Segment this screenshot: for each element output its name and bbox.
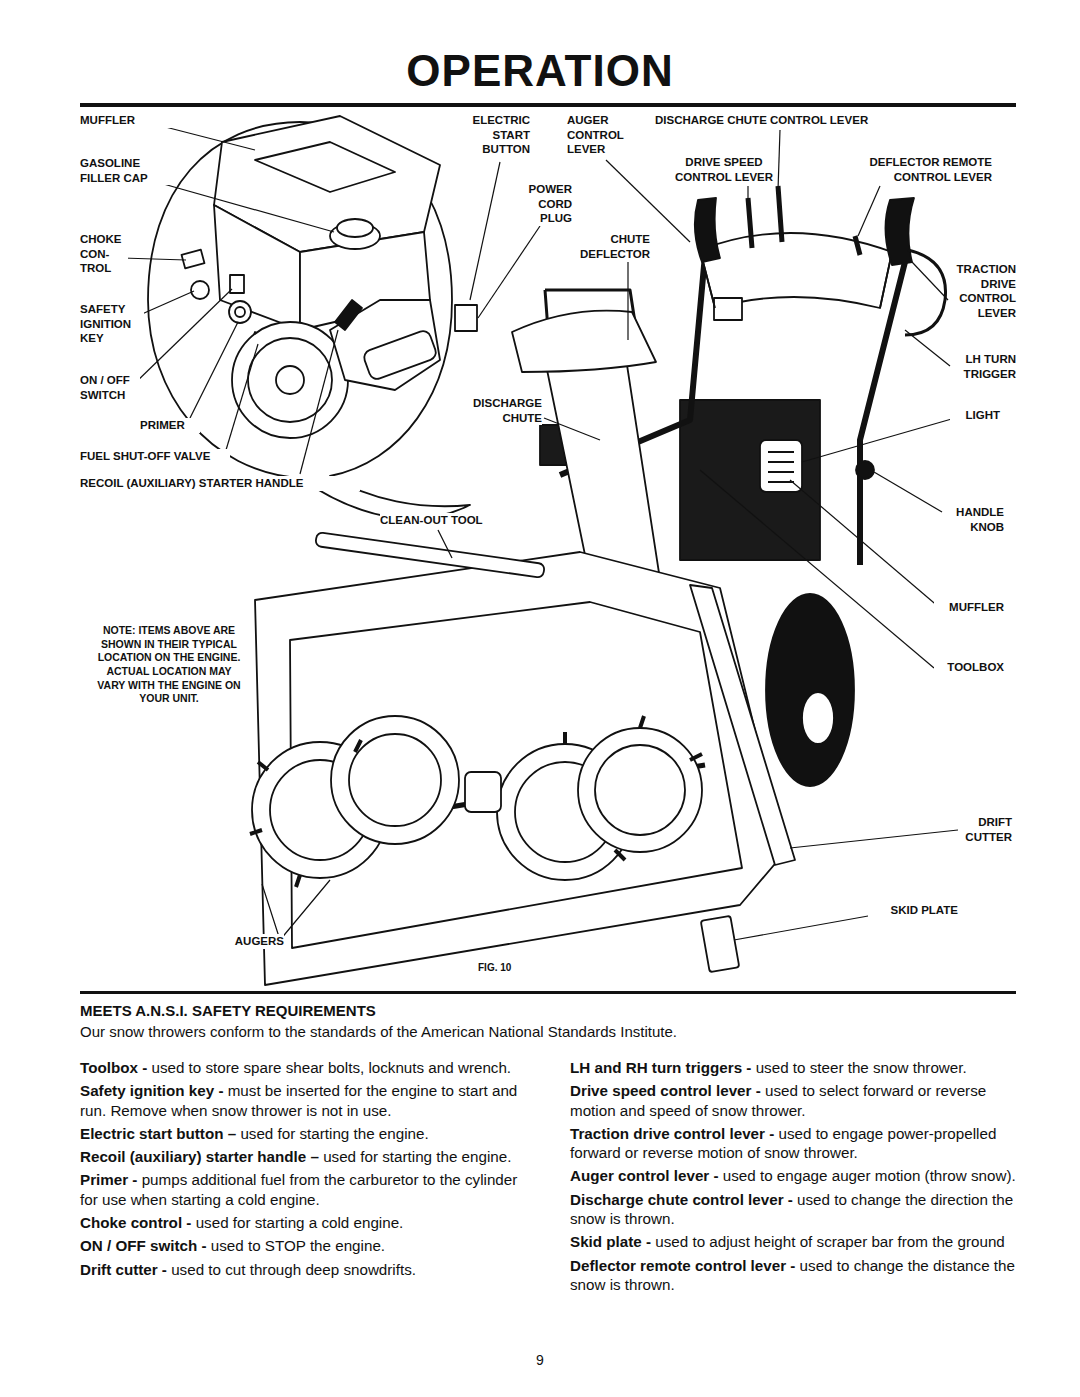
part-description: used for starting a cold engine. — [196, 1214, 404, 1231]
description-item: Traction drive control lever -used to en… — [570, 1124, 1016, 1163]
part-term: Deflector remote control lever - — [570, 1257, 795, 1274]
part-callout: CHOKE CON- TROL — [80, 232, 128, 276]
part-callout: HANDLE KNOB — [944, 505, 1004, 534]
part-term: LH and RH turn triggers - — [570, 1059, 751, 1076]
page-number: 9 — [520, 1352, 560, 1368]
part-term: Drive speed control lever - — [570, 1082, 761, 1099]
description-item: LH and RH turn triggers - used to steer t… — [570, 1058, 1016, 1077]
part-callout: FUEL SHUT-OFF VALVE — [80, 449, 230, 464]
part-description: used for starting the engine. — [323, 1148, 511, 1165]
part-callout: AUGER CONTROL LEVER — [567, 113, 633, 157]
intro-text: Our snow throwers conform to the standar… — [80, 1023, 1020, 1042]
part-callout: ELECTRIC START BUTTON — [460, 113, 530, 157]
part-term: Electric start button – — [80, 1125, 236, 1142]
description-item: Primer -pumps additional fuel from the c… — [80, 1170, 526, 1209]
description-item: Recoil (auxiliary) starter handle –used … — [80, 1147, 526, 1166]
note-text: NOTE: ITEMS ABOVE ARE SHOWN IN THEIR TYP… — [92, 624, 246, 706]
part-term: Discharge chute control lever - — [570, 1191, 793, 1208]
section-heading: MEETS A.N.S.I. SAFETY REQUIREMENTS — [80, 1002, 376, 1019]
part-callout: RECOIL (AUXILIARY) STARTER HANDLE — [80, 476, 360, 491]
part-term: ON / OFF switch - — [80, 1237, 207, 1254]
part-term: Skid plate - — [570, 1233, 651, 1250]
part-description: used to cut through deep snowdrifts. — [171, 1261, 416, 1278]
part-callout: AUGERS — [214, 934, 284, 949]
part-callout: DEFLECTOR REMOTE CONTROL LEVER — [862, 155, 992, 184]
part-callout: LH TURN TRIGGER — [952, 352, 1016, 381]
description-item: Deflector remote control lever -used to … — [570, 1256, 1016, 1295]
description-item: Electric start button –used for starting… — [80, 1124, 526, 1143]
part-term: Auger control lever - — [570, 1167, 719, 1184]
part-callout: SAFETY IGNITION KEY — [80, 302, 144, 346]
part-description: used for starting the engine. — [240, 1125, 428, 1142]
description-item: ON / OFF switch -used to STOP the engine… — [80, 1236, 526, 1255]
part-callout: MUFFLER — [80, 113, 200, 128]
description-item: Drift cutter -used to cut through deep s… — [80, 1260, 526, 1279]
description-item: Toolbox -used to store spare shear bolts… — [80, 1058, 526, 1077]
part-description: used to store spare shear bolts, locknut… — [151, 1059, 511, 1076]
part-description: used to engage auger motion (throw snow)… — [723, 1167, 1016, 1184]
description-item: Auger control lever -used to engage auge… — [570, 1166, 1016, 1185]
part-term: Choke control - — [80, 1214, 191, 1231]
part-callout: ON / OFF SWITCH — [80, 373, 140, 402]
part-callout: CHUTE DEFLECTOR — [570, 232, 650, 261]
figure-number: FIG. 10 — [478, 962, 538, 975]
part-callout: CLEAN-OUT TOOL — [380, 513, 500, 528]
part-term: Primer - — [80, 1171, 137, 1188]
page-title: OPERATION — [0, 46, 1080, 96]
part-description: used to steer the snow thrower. — [756, 1059, 967, 1076]
description-column: LH and RH turn triggers - used to steer t… — [570, 1058, 1016, 1298]
part-callout: LIGHT — [950, 408, 1000, 423]
part-callout: PRIMER — [140, 418, 200, 433]
part-callout: GASOLINE FILLER CAP — [80, 156, 170, 185]
part-term: Toolbox - — [80, 1059, 147, 1076]
part-callout: DISCHARGE CHUTE CONTROL LEVER — [655, 113, 925, 128]
part-description: used to STOP the engine. — [211, 1237, 385, 1254]
part-callout: TOOLBOX — [934, 660, 1004, 675]
description-item: Safety ignition key -must be inserted fo… — [80, 1081, 526, 1120]
part-callout: SKID PLATE — [868, 903, 958, 918]
part-term: Recoil (auxiliary) starter handle – — [80, 1148, 319, 1165]
part-description: pumps additional fuel from the carbureto… — [80, 1171, 517, 1207]
part-term: Drift cutter - — [80, 1261, 167, 1278]
description-item: Choke control - used for starting a cold … — [80, 1213, 526, 1232]
part-callout: DISCHARGE CHUTE — [462, 396, 542, 425]
description-item: Skid plate -used to adjust height of scr… — [570, 1232, 1016, 1251]
description-item: Drive speed control lever -used to selec… — [570, 1081, 1016, 1120]
part-callout: DRIFT CUTTER — [960, 815, 1012, 844]
part-callout: POWER CORD PLUG — [512, 182, 572, 226]
part-term: Traction drive control lever - — [570, 1125, 774, 1142]
part-callout: DRIVE SPEED CONTROL LEVER — [672, 155, 776, 184]
part-description: used to adjust height of scraper bar fro… — [655, 1233, 1005, 1250]
part-term: Safety ignition key - — [80, 1082, 223, 1099]
description-column: Toolbox -used to store spare shear bolts… — [80, 1058, 526, 1283]
description-item: Discharge chute control lever -used to c… — [570, 1190, 1016, 1229]
part-callout: MUFFLER — [934, 600, 1004, 615]
part-callout: TRACTION DRIVE CONTROL LEVER — [950, 262, 1016, 321]
